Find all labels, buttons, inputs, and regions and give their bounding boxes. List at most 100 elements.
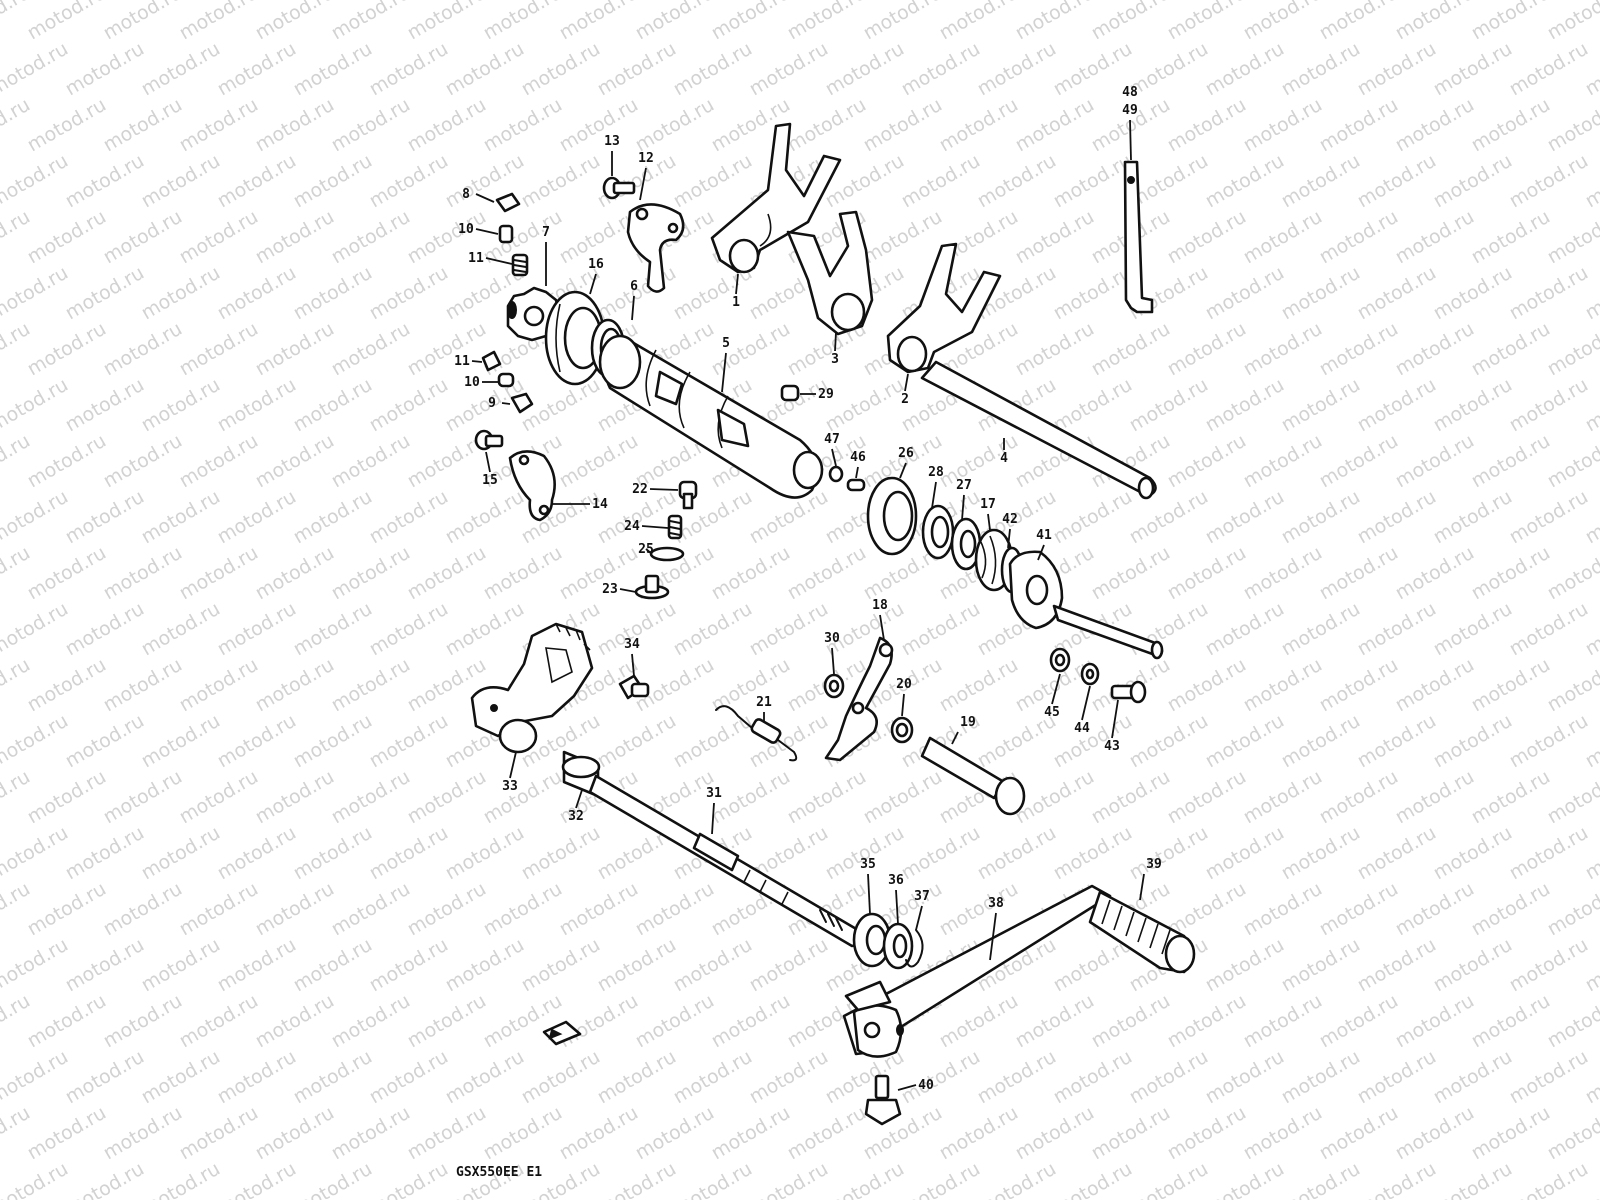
watermark-text: motod.ru: [1164, 766, 1250, 829]
watermark-text: motod.ru: [62, 1046, 148, 1109]
callout-number: 37: [914, 889, 930, 904]
callout-number: 14: [592, 497, 608, 512]
watermark-text: motod.ru: [1126, 486, 1212, 549]
watermark-text: motod.ru: [518, 1046, 604, 1109]
callout-number: 40: [918, 1078, 934, 1093]
watermark-text: motod.ru: [1506, 598, 1592, 661]
front-arrow-marker: [542, 1020, 582, 1046]
watermark-text: motod.ru: [1392, 990, 1478, 1053]
watermark-text: motod.ru: [214, 1046, 300, 1109]
watermark-text: motod.ru: [1544, 430, 1600, 493]
watermark-text: motod.ru: [822, 1158, 908, 1200]
watermark-text: motod.ru: [1126, 38, 1212, 101]
watermark-text: motod.ru: [556, 94, 642, 157]
watermark-text: motod.ru: [1316, 206, 1402, 269]
watermark-text: motod.ru: [1050, 822, 1136, 885]
callout-19: 19: [951, 715, 976, 745]
watermark-text: motod.ru: [1278, 38, 1364, 101]
watermark-text: motod.ru: [138, 1158, 224, 1200]
watermark-text: motod.ru: [1240, 0, 1326, 44]
watermark-text: motod.ru: [176, 878, 262, 941]
watermark-text: motod.ru: [632, 0, 718, 44]
part-39-shift-lever-rubber: [1088, 890, 1196, 974]
callout-leader-line: [897, 1084, 917, 1091]
watermark-text: motod.ru: [442, 38, 528, 101]
watermark-text: motod.ru: [252, 878, 338, 941]
watermark-text: motod.ru: [366, 598, 452, 661]
watermark-text: motod.ru: [1202, 1158, 1288, 1200]
watermark-text: motod.ru: [1050, 262, 1136, 325]
callout-17: 17: [980, 497, 996, 531]
watermark-text: motod.ru: [24, 430, 110, 493]
watermark-text: motod.ru: [480, 542, 566, 605]
callout-number: 26: [898, 446, 914, 461]
callout-leader-line: [961, 494, 965, 521]
watermark-text: motod.ru: [1240, 318, 1326, 381]
callout-leader-line: [899, 462, 907, 479]
watermark-text: motod.ru: [290, 822, 376, 885]
callout-number: 31: [706, 786, 722, 801]
watermark-text: motod.ru: [100, 878, 186, 941]
callout-18: 18: [872, 598, 888, 641]
callout-number: 25: [638, 542, 654, 557]
watermark-text: motod.ru: [442, 598, 528, 661]
watermark-text: motod.ru: [214, 934, 300, 997]
part-27-ring: [950, 517, 982, 571]
watermark-text: motod.ru: [822, 374, 908, 437]
callout-number: 20: [896, 677, 912, 692]
watermark-text: motod.ru: [1012, 94, 1098, 157]
callout-leader-line: [951, 731, 959, 745]
callout-number: 11: [454, 354, 470, 369]
callout-number: 10: [458, 222, 474, 237]
watermark-text: motod.ru: [1202, 822, 1288, 885]
callout-leader-line: [509, 751, 517, 779]
watermark-text: motod.ru: [62, 934, 148, 997]
watermark-text: motod.ru: [974, 150, 1060, 213]
watermark-text: motod.ru: [1544, 0, 1600, 44]
watermark-text: motod.ru: [594, 1046, 680, 1109]
watermark-text: motod.ru: [594, 934, 680, 997]
callout-number: 9: [488, 396, 496, 411]
callout-11: 11: [468, 251, 513, 266]
watermark-text: motod.ru: [214, 822, 300, 885]
watermark-text: motod.ru: [1088, 1102, 1174, 1165]
part-14-plate: [508, 450, 556, 522]
watermark-text: motod.ru: [214, 598, 300, 661]
watermark-text: motod.ru: [328, 206, 414, 269]
watermark-text: motod.ru: [594, 1158, 680, 1200]
watermark-text: motod.ru: [290, 38, 376, 101]
watermark-text: motod.ru: [1126, 1046, 1212, 1109]
watermark-text: motod.ru: [100, 0, 186, 44]
watermark-text: motod.ru: [24, 206, 110, 269]
watermark-text: motod.ru: [1430, 1158, 1516, 1200]
callout-42: 42: [1002, 512, 1018, 549]
watermark-text: motod.ru: [138, 710, 224, 773]
watermark-text: motod.ru: [1392, 206, 1478, 269]
callout-21: 21: [756, 695, 772, 722]
watermark-text: motod.ru: [0, 486, 72, 549]
watermark-text: motod.ru: [936, 0, 1022, 44]
callout-leader-line: [931, 481, 937, 509]
watermark-text: motod.ru: [746, 1158, 832, 1200]
part-26-cam-driven-gear: [866, 476, 918, 556]
part-2-shift-fork: [886, 242, 1002, 374]
callout-31: 31: [706, 786, 722, 835]
watermark-text: motod.ru: [0, 262, 72, 325]
watermark-text: motod.ru: [1050, 150, 1136, 213]
watermark-text: motod.ru: [0, 598, 72, 661]
watermark-text: motod.ru: [328, 654, 414, 717]
watermark-text: motod.ru: [252, 94, 338, 157]
watermark-text: motod.ru: [1012, 1102, 1098, 1165]
watermark-text: motod.ru: [1278, 710, 1364, 773]
part-36-washer: [882, 922, 914, 970]
callout-12: 12: [638, 151, 654, 201]
callout-number: 2: [901, 392, 909, 407]
watermark-text: motod.ru: [1240, 206, 1326, 269]
part-19-pivot-bolt: [920, 736, 1026, 816]
watermark-text: motod.ru: [1468, 878, 1554, 941]
watermark-text: motod.ru: [1506, 374, 1592, 437]
watermark-text: motod.ru: [746, 38, 832, 101]
watermark-text: motod.ru: [898, 1046, 984, 1109]
watermark-text: motod.ru: [442, 486, 528, 549]
callout-43: 43: [1104, 699, 1120, 754]
